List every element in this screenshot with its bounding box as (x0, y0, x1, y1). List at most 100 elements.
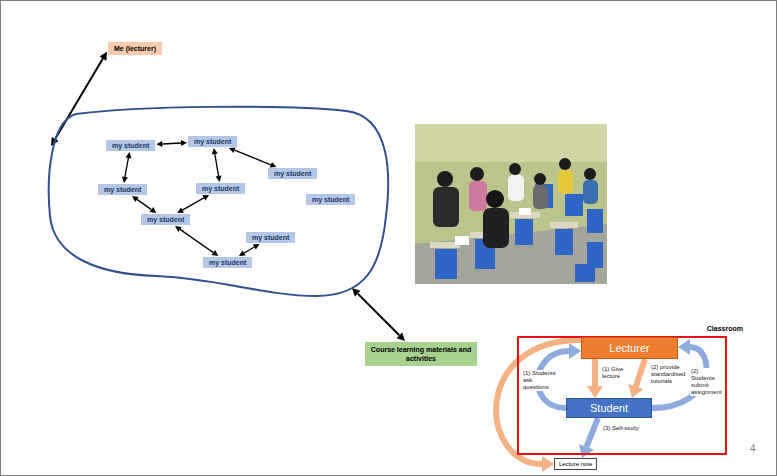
node-text: my student (147, 216, 184, 223)
arrowhead (229, 147, 236, 153)
connector (177, 195, 209, 213)
photo-group (415, 124, 607, 284)
arrowhead (156, 141, 162, 147)
edge-label: (2) provide standardised tutorials (650, 364, 690, 385)
arrowhead (122, 177, 128, 183)
connector-line (636, 359, 645, 387)
arrowhead (126, 152, 132, 158)
person-body (469, 181, 487, 211)
person-head (559, 158, 571, 170)
lecturer-box: Lecturer (581, 337, 678, 359)
person-body (508, 175, 524, 201)
node-text: Lecture note (559, 461, 592, 467)
student-box: Student (566, 398, 652, 418)
person-head (534, 173, 546, 185)
node-text: my student (104, 186, 141, 193)
edge-label: (1) Give lecture (601, 366, 627, 380)
person-body (483, 208, 509, 248)
connector (122, 152, 131, 183)
arrowhead (542, 456, 554, 472)
connector (579, 418, 598, 458)
arrowhead (212, 250, 219, 256)
node-text: my student (274, 170, 311, 177)
connector-line (125, 158, 128, 177)
student-box: my student (196, 183, 245, 194)
chair (575, 264, 595, 282)
connector-line (215, 154, 219, 176)
connector (156, 140, 187, 147)
connector (239, 244, 260, 256)
arrowhead (270, 162, 277, 168)
student-box: my student (98, 184, 147, 195)
connector (229, 147, 277, 167)
node-text: Course learning materials and activities (369, 345, 473, 363)
arrowhead (132, 196, 139, 202)
student-box: my student (141, 214, 190, 225)
connector-line (137, 199, 152, 209)
arrowhead (397, 333, 406, 342)
node-text: my student (202, 185, 239, 192)
person-head (584, 168, 596, 180)
connector (132, 196, 156, 213)
paper (455, 236, 469, 245)
student-group-outline: my student my student my student my student… (46, 106, 391, 301)
photo-floor (415, 224, 607, 284)
lecturer-label-box: Me (lecturer) (108, 42, 162, 55)
person-body (558, 170, 573, 194)
connector-line (235, 150, 271, 165)
node-text: my student (112, 142, 149, 149)
node-text: my student (209, 259, 246, 266)
arrowhead (239, 250, 246, 256)
person-body (583, 180, 598, 204)
materials-box: Course learning materials and activities (365, 342, 477, 366)
edge-label: (3) Self-study (602, 425, 640, 432)
arrowhead (678, 339, 690, 355)
student-box: my student (246, 232, 295, 243)
arrowhead (253, 244, 260, 250)
arrowhead (177, 207, 184, 213)
photo-upper-wall (415, 124, 607, 162)
node-text: Student (590, 402, 628, 414)
page-number: 4 (750, 443, 756, 454)
frame-heading: Classroom (707, 325, 743, 332)
paper (519, 208, 531, 215)
arrowhead (579, 444, 594, 458)
connector (628, 359, 645, 398)
edge-label: (2) Students submit assignment (690, 368, 724, 396)
connector-line (55, 59, 103, 140)
photo-wall (415, 124, 607, 284)
chair (515, 219, 533, 245)
lecture-note-box: Lecture note (554, 458, 597, 470)
chair (555, 229, 573, 255)
node-text: my student (312, 196, 349, 203)
student-box: my student (203, 257, 252, 268)
outline-path (49, 107, 388, 296)
person-body (433, 187, 459, 227)
arrowhead (175, 226, 182, 232)
edge-label: (1) Students ask questions (522, 370, 560, 391)
arrowhead (628, 384, 643, 398)
arrowhead (216, 176, 222, 182)
connector-line (182, 198, 204, 210)
node-text: my student (252, 234, 289, 241)
connector (212, 148, 222, 182)
arrowhead (569, 343, 581, 359)
connector (352, 288, 405, 341)
connector-line (592, 359, 598, 386)
person-head (486, 190, 504, 208)
connector-line (358, 294, 400, 336)
person-head (470, 167, 484, 181)
arrowhead (100, 52, 108, 61)
student-box: my student (268, 168, 317, 179)
desk (550, 222, 578, 228)
arrowhead (587, 386, 603, 398)
arrowhead (352, 288, 361, 297)
chair (587, 209, 603, 233)
connector (175, 226, 218, 256)
chair (435, 249, 457, 279)
